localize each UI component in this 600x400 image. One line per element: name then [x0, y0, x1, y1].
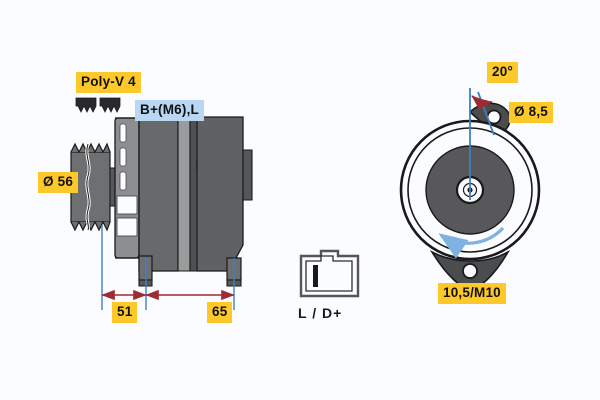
label-pulley-diameter: Ø 56	[38, 172, 79, 193]
poly-v-belt-profile-icon	[75, 97, 121, 113]
label-terminal: B+(M6),L	[135, 100, 204, 121]
label-connector: L / D+	[298, 305, 343, 321]
alternator-body	[138, 111, 253, 272]
label-poly-v: Poly-V 4	[76, 72, 141, 93]
label-dimension-65: 65	[207, 302, 233, 323]
pulley-assembly	[70, 142, 119, 232]
connector-plug-icon	[299, 249, 360, 298]
label-angle: 20°	[487, 62, 519, 83]
angle-callout	[469, 88, 495, 200]
label-hole-diameter: Ø 8,5	[509, 102, 554, 123]
label-mount-spec: 10,5/M10	[438, 283, 506, 304]
label-dimension-51: 51	[112, 302, 138, 323]
fan-housing	[114, 117, 140, 259]
